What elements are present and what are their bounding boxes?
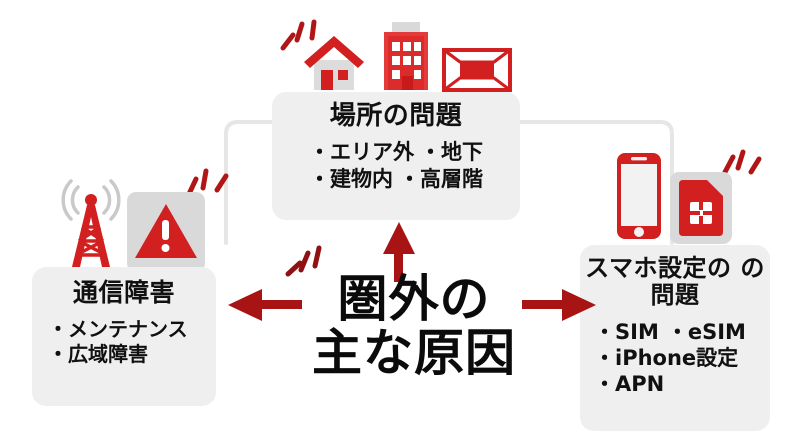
card-left-bullet-list: メンテナンス 広域障害 bbox=[32, 317, 216, 367]
house-icon bbox=[304, 36, 364, 90]
card-top-bullet-row-1: エリア外 地下 bbox=[309, 139, 483, 165]
apartment-building-icon bbox=[384, 22, 428, 90]
arrow-right-icon bbox=[522, 289, 596, 321]
speedlines-house-icon bbox=[280, 19, 317, 51]
bullet-item: 高層階 bbox=[399, 166, 483, 192]
card-network-outage[interactable]: 通信障害 メンテナンス 広域障害 bbox=[32, 267, 216, 406]
card-right-bullet-list: SIM eSIM iPhone設定 APN bbox=[580, 319, 770, 398]
sim-card-icon bbox=[679, 180, 723, 236]
cell-tower-icon bbox=[61, 179, 121, 267]
center-headline-line-1: 圏外の bbox=[337, 270, 491, 328]
bullet-item: iPhone設定 bbox=[594, 345, 738, 371]
card-left-title: 通信障害 bbox=[72, 278, 175, 307]
bullet-item: メンテナンス bbox=[48, 317, 188, 342]
arrow-up-icon bbox=[383, 222, 415, 282]
bullet-item: 建物内 bbox=[309, 166, 393, 192]
center-headline: 圏外の 主な原因 bbox=[283, 272, 545, 380]
card-top-bullet-list: エリア外 地下 建物内 高層階 bbox=[272, 139, 520, 193]
center-headline-line-2: 主な原因 bbox=[312, 324, 516, 382]
card-right-bullet-row-1: SIM eSIM bbox=[594, 319, 746, 345]
bullet-item: 広域障害 bbox=[48, 342, 148, 367]
card-right-title-line-1: スマホ設定の bbox=[585, 254, 732, 282]
card-smartphone-settings[interactable]: スマホ設定の の問題 SIM eSIM iPhone設定 APN bbox=[580, 245, 770, 431]
bullet-item: SIM bbox=[594, 319, 659, 345]
smartphone-icon bbox=[617, 153, 661, 239]
bullet-item: 地下 bbox=[420, 139, 483, 165]
card-right-title: スマホ設定の の問題 bbox=[580, 255, 770, 309]
card-right-bullet-row-2: iPhone設定 bbox=[594, 345, 738, 371]
speedlines-sim-icon bbox=[722, 149, 762, 175]
arrow-left-icon bbox=[228, 289, 302, 321]
card-right-bullet-row-3: APN bbox=[594, 371, 664, 397]
warning-triangle-icon bbox=[135, 204, 197, 258]
card-location-problems[interactable]: 場所の問題 エリア外 地下 建物内 高層階 bbox=[272, 92, 520, 220]
card-top-title: 場所の問題 bbox=[329, 101, 463, 131]
speedlines-warning-icon bbox=[186, 168, 229, 197]
tunnel-icon bbox=[442, 48, 512, 92]
card-right-title-line-2: の問題 bbox=[650, 254, 765, 309]
bullet-item: エリア外 bbox=[309, 139, 414, 165]
bullet-item: APN bbox=[594, 371, 664, 397]
bullet-item: eSIM bbox=[667, 319, 746, 345]
speedlines-center-headline bbox=[285, 245, 322, 277]
card-top-bullet-row-2: 建物内 高層階 bbox=[309, 166, 483, 192]
